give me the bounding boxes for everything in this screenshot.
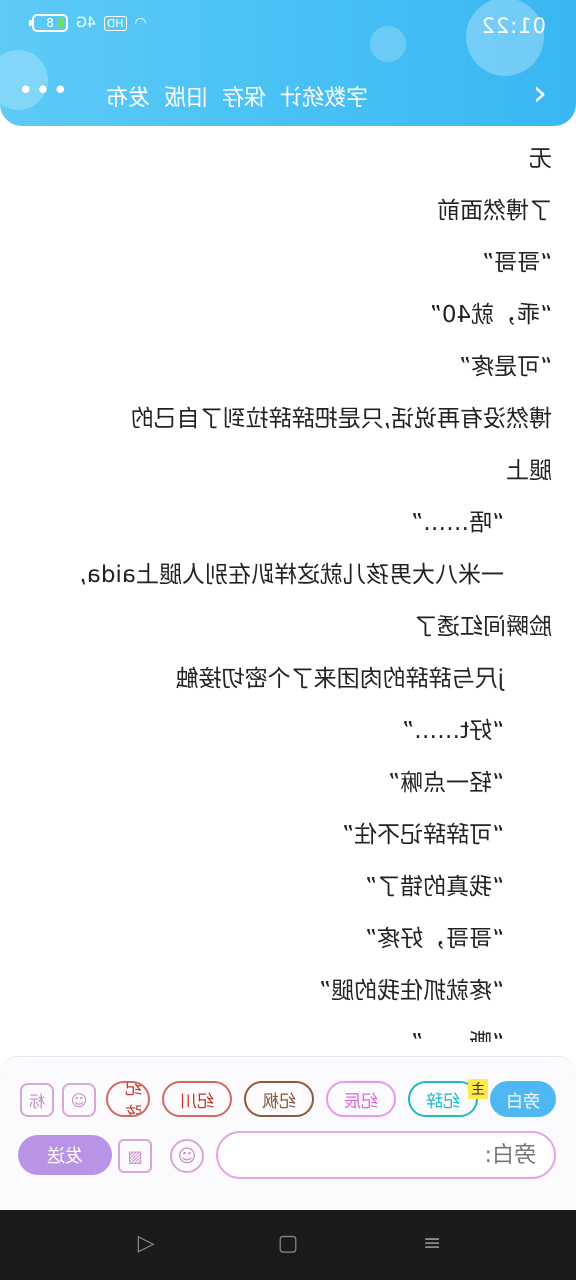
story-line: “哥哥” bbox=[482, 250, 552, 276]
avatar-icon[interactable]: ☺ bbox=[62, 1083, 96, 1117]
role-chip-label: 纪辞 bbox=[426, 1091, 460, 1112]
story-line: “乖，就40” bbox=[429, 302, 552, 328]
story-line: j尺与辞辞的肉团来了个密切接触 bbox=[175, 666, 504, 692]
story-line: 博然没有再说话,只是把辞辞拉到了自己的 bbox=[130, 406, 552, 432]
battery-value: 8 bbox=[46, 16, 54, 30]
story-line: “唔……” bbox=[411, 510, 504, 536]
more-icon[interactable]: ••• bbox=[15, 76, 68, 106]
header-bar: 01:22 ◠ HD 4G 8 ‹ 字数统计 保存 旧版 发布 ••• bbox=[0, 0, 576, 126]
story-line: 无 bbox=[529, 146, 552, 172]
publish-button[interactable]: 发布 bbox=[105, 86, 150, 111]
story-line: “轻一点嘛” bbox=[388, 770, 504, 796]
status-time: 01:22 bbox=[480, 14, 546, 38]
story-line: 了博然面前 bbox=[437, 198, 552, 224]
status-icons: ◠ HD 4G 8 bbox=[32, 14, 147, 32]
send-button[interactable]: 发送 bbox=[18, 1135, 112, 1175]
role-chip[interactable]: 纪弦 bbox=[106, 1081, 150, 1117]
main-role-badge: 主 bbox=[468, 1079, 488, 1099]
role-chip[interactable]: 纪川 bbox=[162, 1081, 232, 1117]
story-line: “可是疼” bbox=[459, 354, 552, 380]
back-chevron-icon[interactable]: ‹ bbox=[532, 73, 548, 114]
composer-panel: 旁白 主 纪辞 纪辰 纪枫 纪川 纪弦 ☺ 标 ☺ ▧ 发送 bbox=[0, 1056, 576, 1210]
tag-icon[interactable]: 标 bbox=[20, 1083, 54, 1117]
story-line: “嘶……” bbox=[28, 1026, 552, 1042]
story-line: “哥哥，好疼” bbox=[365, 926, 504, 952]
save-button[interactable]: 保存 bbox=[221, 86, 266, 111]
role-chip[interactable]: 纪辰 bbox=[326, 1081, 396, 1117]
role-chip-main[interactable]: 主 纪辞 bbox=[408, 1079, 488, 1117]
signal-icon: 4G bbox=[76, 15, 96, 31]
battery-icon: 8 bbox=[32, 14, 68, 32]
nav-actions: 字数统计 保存 旧版 发布 bbox=[106, 80, 368, 112]
home-icon[interactable]: ▢ bbox=[277, 1231, 299, 1256]
menu-icon[interactable]: ≡ bbox=[422, 1231, 442, 1256]
battery-level bbox=[58, 18, 64, 28]
story-line: 脸瞬间红透了 bbox=[414, 614, 552, 640]
story-line: “可辞辞记不住” bbox=[342, 822, 504, 848]
emoji-icon[interactable]: ☺ bbox=[170, 1139, 204, 1173]
role-chip[interactable]: 纪枫 bbox=[244, 1081, 314, 1117]
word-count-button[interactable]: 字数统计 bbox=[279, 86, 368, 111]
top-nav: ‹ 字数统计 保存 旧版 发布 ••• bbox=[0, 73, 576, 118]
story-line: “好t……” bbox=[402, 718, 504, 744]
role-selector: 旁白 主 纪辞 纪辰 纪枫 纪川 纪弦 bbox=[106, 1079, 556, 1117]
image-icon[interactable]: ▧ bbox=[118, 1139, 152, 1173]
back-triangle-icon[interactable]: ◁ bbox=[137, 1231, 155, 1256]
story-line: “疼就抓住我的腿” bbox=[319, 978, 504, 1004]
status-bar: 01:22 ◠ HD 4G 8 bbox=[0, 8, 576, 44]
old-version-button[interactable]: 旧版 bbox=[163, 86, 208, 111]
hd-badge: HD bbox=[103, 15, 127, 31]
story-content[interactable]: 无 了博然面前 “哥哥” “乖，就40” “可是疼” 博然没有再说话,只是把辞辞… bbox=[0, 142, 576, 1042]
wifi-icon: ◠ bbox=[134, 15, 147, 31]
story-line: “我真的错了” bbox=[365, 874, 504, 900]
composer-row: ☺ ▧ 发送 bbox=[16, 1131, 556, 1183]
role-chip-narrator[interactable]: 旁白 bbox=[490, 1081, 556, 1117]
story-line: 一米八大男孩儿就这样趴在别人腿上aida, bbox=[79, 562, 505, 588]
system-nav-bar: ≡ ▢ ◁ bbox=[0, 1210, 576, 1280]
message-input[interactable] bbox=[216, 1131, 556, 1179]
story-line: 腿上 bbox=[506, 458, 552, 484]
